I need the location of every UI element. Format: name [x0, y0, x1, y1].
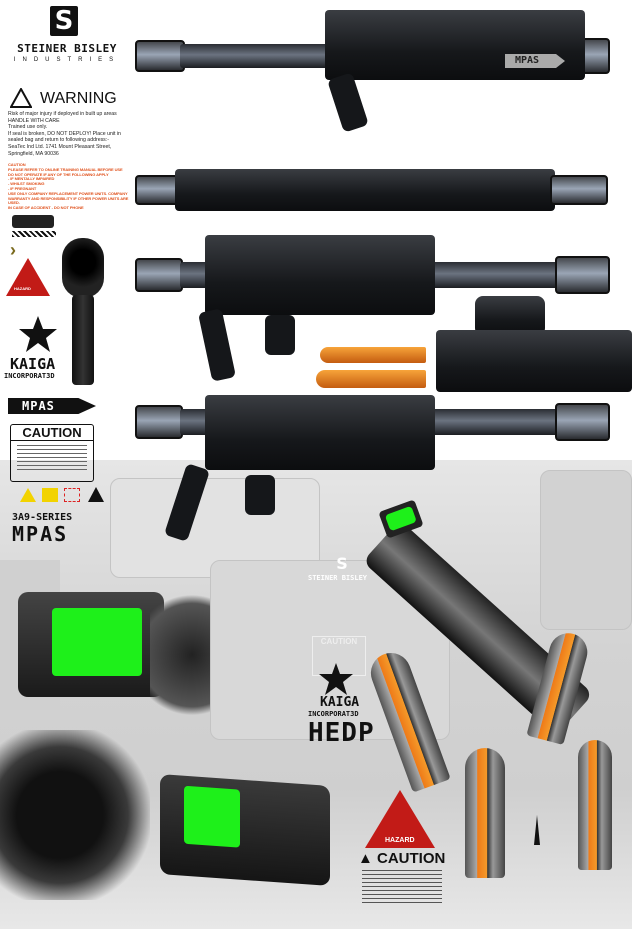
panel-brand-logo: S: [336, 554, 348, 573]
kaiga-star-icon: [19, 316, 57, 352]
kaiga-star-icon: [319, 663, 353, 695]
caution-notice-line: - WHILST SMOKING: [8, 181, 45, 187]
sight-display-large: [18, 592, 164, 697]
control-module: [12, 215, 54, 228]
hazard-label-large: HAZARD: [385, 837, 415, 844]
caution-notice-line: IN CASE OF ACCIDENT - DO NOT PHONE: [8, 205, 84, 211]
fin-detail: [534, 815, 540, 845]
receiver-detail: [436, 330, 632, 392]
grenade-round-1: [320, 347, 426, 363]
series-line2: MPAS: [12, 522, 69, 546]
warning-line: SeaTec Ind Ltd. 1741 Mount Pleasant Stre…: [8, 143, 112, 157]
series-arrow-badge: [8, 398, 96, 414]
hedp-round-3: [465, 748, 505, 878]
gun-label: MPAS: [515, 55, 540, 66]
series-arrow-label: MPAS: [22, 399, 55, 413]
launcher-front-grip: [72, 295, 94, 385]
sight-screen: [52, 608, 142, 676]
sight-screen-small: [184, 785, 240, 848]
sight-mount: [150, 580, 210, 730]
warning-block: WARNING Risk of major injury if deployed…: [8, 86, 121, 157]
caution-notice-line: - IF PREGNANT: [8, 185, 37, 191]
caution-bottom-text: CAUTION: [377, 850, 446, 867]
chevron-right-icon: ›: [10, 240, 16, 260]
kaiga-subtitle: INCORPORAT3D: [4, 372, 55, 380]
battery-outline-icon: [64, 488, 80, 502]
caution-label: CAUTION: [10, 424, 94, 482]
hazard-triangle-icon: [6, 258, 50, 296]
launcher-side-view-1: MPAS: [135, 0, 615, 140]
caution-notice-line: DO NOT OPERATE IF ANY OF THE FOLLOWING A…: [8, 171, 109, 177]
caution-notice-line: - IF MENTALLY IMPAIRED: [8, 176, 55, 182]
caution-notice-line: PLEASE REFER TO ONLINE TRAINING MANUAL B…: [8, 166, 123, 172]
caution-bottom-fineprint: [362, 870, 442, 905]
panel-brand-name: STEINER BISLEY: [308, 574, 368, 582]
warning-title: WARNING: [40, 90, 117, 107]
launcher-side-view-2: [135, 230, 615, 382]
caution-bottom-title: ▲ CAUTION: [358, 850, 446, 867]
caution-notice-line: USE ONLY COMPANY REPLACEMENT POWER UNITS…: [8, 190, 129, 206]
hedp-kaiga-subtitle: INCORPORAT3D: [308, 710, 359, 718]
brand-logo: S: [50, 6, 78, 36]
scope-detail: [475, 296, 545, 336]
grenade-round-2: [316, 370, 426, 388]
launcher-end-panel: [540, 470, 632, 630]
brand-subtitle: INDUSTRIES: [13, 57, 121, 63]
series-line1: 3A9-SERIES: [12, 512, 73, 523]
warning-line: If seal is broken, DO NOT DEPLOY! Place …: [8, 130, 121, 144]
sight-display-small: [160, 774, 330, 886]
warning-line: Risk of major injury if deployed in buil…: [8, 111, 117, 117]
hedp-title: HEDP: [308, 718, 375, 748]
warning-triangle-icon: [9, 86, 33, 108]
caution-label-title: CAUTION: [11, 425, 93, 441]
hedp-round-4: [578, 740, 612, 870]
battery-symbol-icon: [42, 488, 58, 502]
kaiga-title: KAIGA: [10, 355, 56, 373]
caution-notice: CAUTION PLEASE REFER TO ONLINE TRAINING …: [8, 162, 133, 211]
warning-line: Trained use only.: [8, 124, 48, 131]
launcher-top-view: [135, 165, 610, 215]
hazard-label: HAZARD: [14, 286, 31, 291]
caution-notice-title: CAUTION: [8, 162, 26, 167]
warning-line: HANDLE WITH CARE: [8, 117, 60, 124]
launcher-front-view: [62, 238, 104, 298]
launcher-closeup: [0, 730, 150, 900]
launcher-side-view-3: [135, 395, 615, 545]
hazard-stripes: [12, 231, 56, 237]
hedp-kaiga-title: KAIGA: [320, 695, 360, 710]
caution-label-fineprint: [17, 445, 87, 471]
brand-name: STEINER BISLEY: [17, 42, 117, 55]
